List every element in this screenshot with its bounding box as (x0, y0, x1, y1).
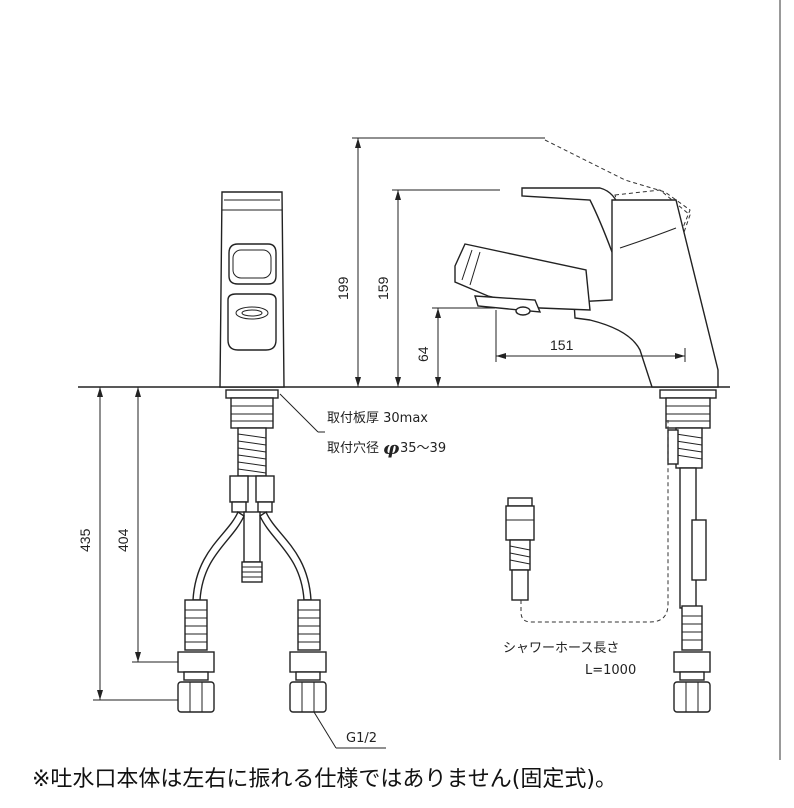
footer-note: ※吐水口本体は左右に振れる仕様ではありません(固定式)。 (32, 767, 617, 792)
thread-label: G1/2 (346, 731, 377, 746)
dim-435-label: 435 (77, 528, 93, 552)
dim-435: 435 (77, 387, 178, 701)
dim-404: 404 (115, 387, 178, 663)
dim-64-label: 64 (415, 346, 431, 362)
hole-diameter-symbol: φ (383, 438, 400, 459)
callout-shower-hose: シャワーホース長さ L=1000 (503, 641, 636, 678)
front-view (177, 191, 327, 713)
dim-199: 199 (335, 137, 545, 387)
shower-hose-length: L=1000 (585, 663, 636, 678)
dim-64: 64 (415, 307, 495, 387)
shower-hose-label: シャワーホース長さ (503, 641, 619, 656)
callout-mounting: 取付板厚 30max 取付穴径 φ 35～39 (279, 393, 446, 459)
hole-diameter-range: 35～39 (400, 441, 446, 456)
dim-159-label: 159 (375, 276, 391, 300)
dim-151-label: 151 (550, 337, 574, 353)
dim-159: 159 (375, 189, 500, 387)
plate-thickness-label: 取付板厚 30max (327, 411, 428, 426)
dim-199-label: 199 (335, 276, 351, 300)
dim-151: 151 (495, 310, 686, 362)
side-view (454, 139, 719, 713)
callout-thread: G1/2 (313, 711, 386, 749)
shower-hose-detail (505, 420, 669, 623)
dim-404-label: 404 (115, 528, 131, 552)
hole-diameter-prefix: 取付穴径 (327, 441, 379, 456)
